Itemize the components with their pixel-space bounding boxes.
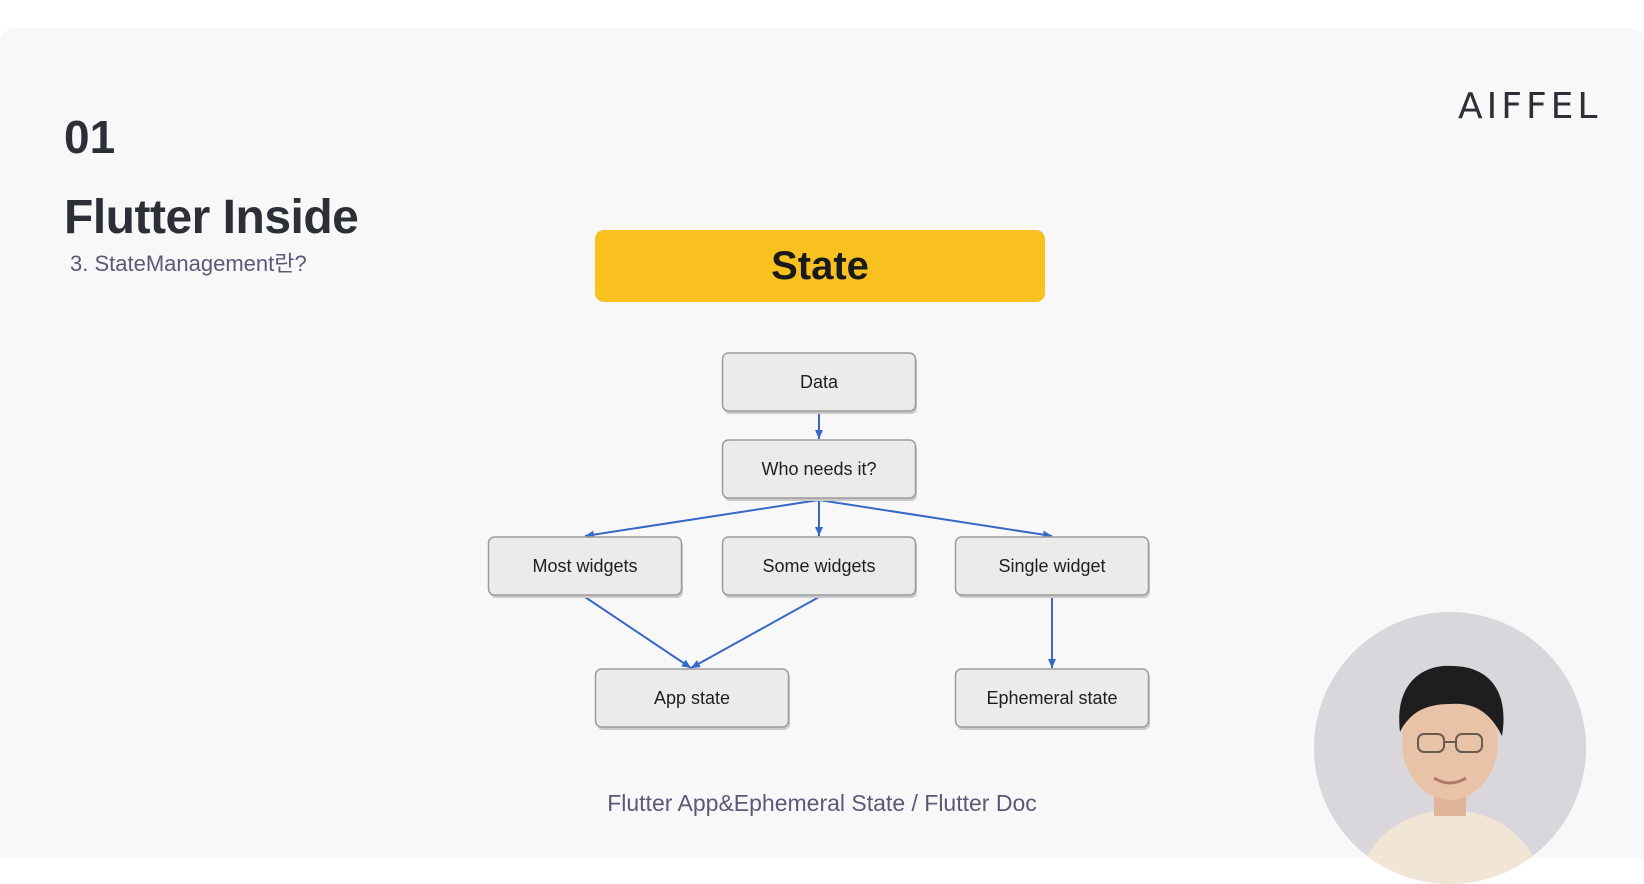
node-who: Who needs it? — [721, 439, 917, 501]
node-most: Most widgets — [487, 536, 683, 598]
node-label: Who needs it? — [761, 459, 876, 479]
node-label: Most widgets — [532, 556, 637, 576]
node-label: Some widgets — [762, 556, 875, 576]
diagram-edges — [584, 413, 1056, 669]
state-banner: State — [595, 230, 1045, 302]
node-data: Data — [721, 352, 917, 414]
slide-caption: Flutter App&Ephemeral State / Flutter Do… — [607, 790, 1037, 816]
node-box — [954, 668, 1150, 728]
node-label: Ephemeral state — [986, 688, 1117, 708]
node-app: App state — [594, 668, 790, 730]
node-box — [721, 536, 917, 596]
node-box — [594, 668, 790, 728]
presenter-webcam — [1314, 612, 1586, 884]
arrow-most-to-app — [584, 596, 692, 669]
node-some: Some widgets — [721, 536, 917, 598]
section-number: 01 — [64, 111, 116, 163]
node-box — [954, 536, 1150, 596]
arrow-who-to-single — [818, 499, 1053, 539]
node-box — [487, 536, 683, 596]
slide-title: Flutter Inside — [64, 191, 359, 244]
node-ephemeral: Ephemeral state — [954, 668, 1150, 730]
arrow-who-to-most — [584, 499, 820, 539]
node-box — [721, 352, 917, 412]
presenter-avatar-icon — [1314, 612, 1586, 884]
node-single: Single widget — [954, 536, 1150, 598]
node-label: App state — [654, 688, 730, 708]
aiffel-logo: AIFFEL — [1458, 86, 1602, 127]
slide-subtitle: 3. StateManagement란? — [70, 251, 307, 276]
state-banner-label: State — [771, 243, 869, 288]
node-label: Single widget — [998, 556, 1105, 576]
arrow-some-to-app — [690, 596, 820, 669]
node-box — [721, 439, 917, 499]
node-label: Data — [800, 372, 839, 392]
